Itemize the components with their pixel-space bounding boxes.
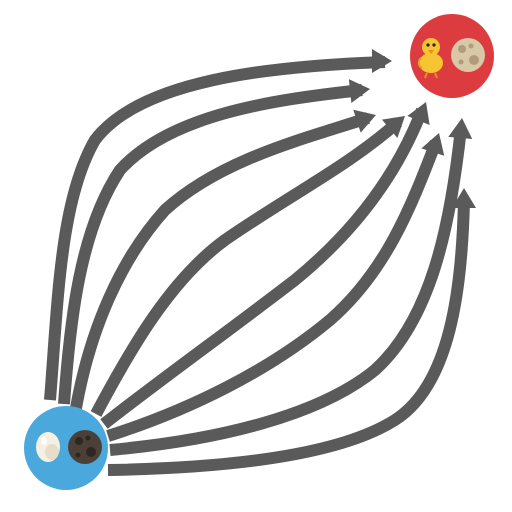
arrowhead-4	[381, 116, 405, 139]
edge-arrow-3	[70, 112, 370, 410]
full-moon-icon	[451, 38, 485, 72]
arrowhead-6	[421, 133, 445, 156]
arrowhead-1	[372, 49, 392, 73]
arrowhead-7	[448, 118, 473, 139]
baby-chick-icon	[417, 38, 443, 79]
arrowhead-3	[353, 109, 376, 133]
arrowhead-8	[452, 188, 476, 208]
arrowhead-5	[407, 102, 430, 126]
edge-arrow-5	[100, 107, 428, 429]
source-node-circle	[24, 406, 108, 490]
source-node	[24, 406, 108, 490]
edge-arrow-6	[106, 139, 442, 442]
edge-group	[44, 49, 476, 476]
new-moon-icon	[68, 430, 102, 464]
target-node	[410, 14, 494, 98]
edge-arrow-8	[107, 199, 470, 476]
egg-icon	[36, 432, 60, 462]
edge-arrow-1	[44, 56, 386, 401]
edge-arrow-4	[90, 117, 403, 417]
arrowhead-2	[348, 79, 370, 104]
edge-arrow-7	[109, 127, 467, 456]
edge-arrow-2	[58, 84, 363, 405]
